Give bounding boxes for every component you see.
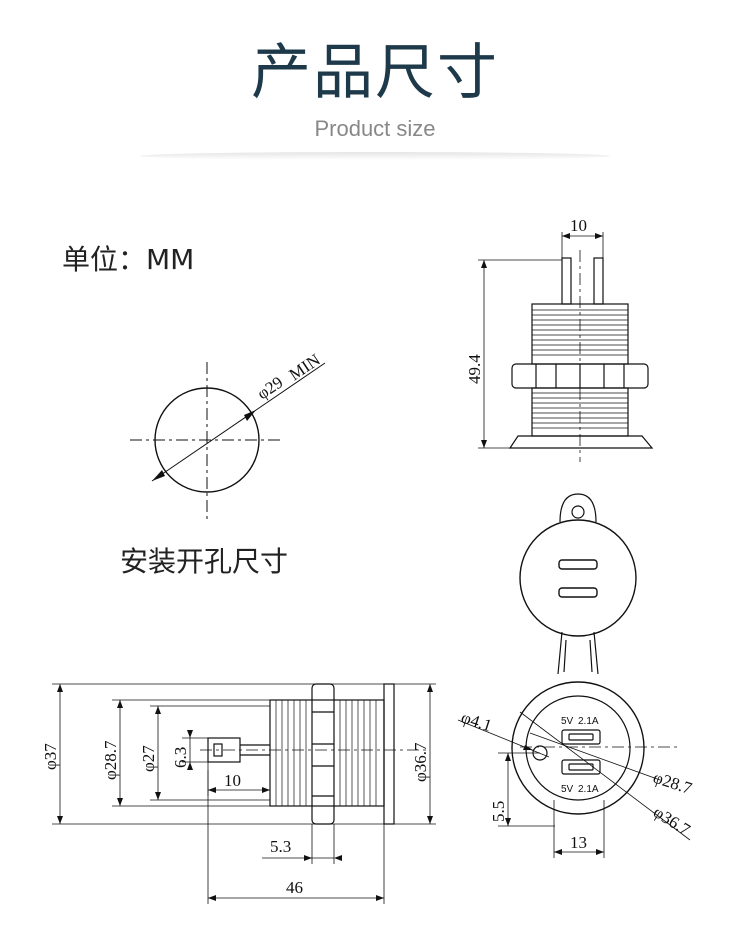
front-view-drawing: φ37 φ28.7 φ27 6.3 φ36.7 10 (41, 683, 436, 904)
side-view-drawing: 10 49.4 (465, 216, 654, 462)
port-top-current: 2.1A (578, 716, 599, 727)
side-top-width-text: 10 (570, 216, 587, 235)
face-outer-diameter-text: φ36.7 (650, 802, 694, 839)
front-d37-text: φ37 (41, 743, 60, 770)
face-view-drawing: 5V 2.1A 5V 2.1A φ4.1 φ28.7 φ36.7 5.5 13 (457, 681, 695, 858)
title-divider (140, 152, 610, 160)
front-d5-3-text: 5.3 (270, 837, 291, 856)
front-d6-3-text: 6.3 (171, 747, 190, 768)
cutout-diameter-text: φ29 (254, 373, 287, 404)
port-bottom-voltage: 5V (561, 784, 574, 795)
page-subtitle: Product size (314, 116, 436, 141)
cutout-label: 安装开孔尺寸 (120, 545, 289, 578)
cap-drawing (519, 493, 637, 675)
port-bottom-current: 2.1A (578, 784, 599, 795)
port-top-voltage: 5V (561, 716, 574, 727)
front-d28-7-text: φ28.7 (101, 740, 120, 780)
cutout-min-text: MIN (286, 350, 324, 384)
unit-label: 单位：MM (62, 243, 195, 276)
front-d46-text: 46 (286, 878, 303, 897)
face-led-diameter-text: φ4.1 (459, 708, 494, 736)
cutout-circle-drawing: φ29 MIN (130, 350, 326, 520)
front-d36-7-text: φ36.7 (411, 742, 430, 782)
face-inner-diameter-text: φ28.7 (651, 768, 695, 798)
front-d10-text: 10 (224, 771, 241, 790)
front-d27-text: φ27 (139, 745, 158, 772)
face-port-width-text: 13 (570, 833, 587, 852)
face-offset-text: 5.5 (489, 801, 508, 822)
side-height-text: 49.4 (465, 354, 484, 384)
page-title: 产品尺寸 (251, 38, 499, 108)
